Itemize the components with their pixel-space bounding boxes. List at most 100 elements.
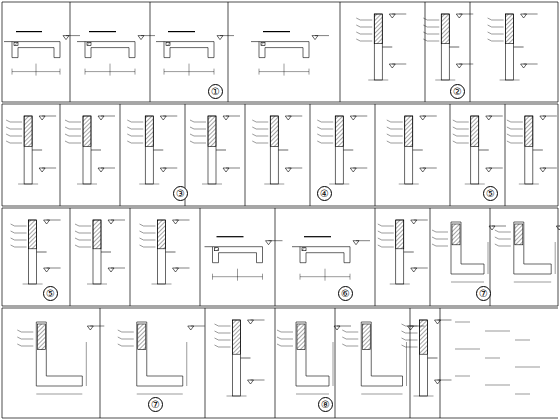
note-mark xyxy=(515,366,540,368)
detail-line xyxy=(42,168,56,169)
wall-section xyxy=(374,14,382,80)
detail-line xyxy=(488,242,489,274)
detail-line xyxy=(168,31,195,32)
detail-line xyxy=(85,71,135,72)
wall-section xyxy=(83,116,91,184)
corner-section xyxy=(361,322,402,386)
detail-line xyxy=(213,276,263,277)
detail-line xyxy=(190,134,194,136)
wall-section xyxy=(525,116,533,184)
detail-line xyxy=(402,345,406,347)
detail-line xyxy=(361,394,402,395)
detail-line xyxy=(292,246,300,247)
detail-line xyxy=(360,34,372,35)
detail-line xyxy=(277,337,281,339)
detail-line xyxy=(70,208,71,306)
detail-line xyxy=(87,284,107,285)
detail-line xyxy=(436,246,448,247)
detail-line xyxy=(217,236,244,237)
detail-line xyxy=(110,64,111,76)
elevation-mark xyxy=(39,116,45,120)
detail-line xyxy=(156,41,164,42)
detail-line xyxy=(310,104,311,206)
detail-line xyxy=(387,127,391,129)
detail-line xyxy=(558,104,559,206)
detail-line xyxy=(186,342,187,386)
detail-line xyxy=(79,240,91,241)
detail-line xyxy=(507,127,511,129)
elevation-mark xyxy=(138,36,144,40)
detail-line xyxy=(214,69,215,75)
callout-number: ⑤ xyxy=(43,286,58,301)
corner-section xyxy=(451,222,484,274)
elevation-mark xyxy=(420,168,426,172)
elevation-mark xyxy=(521,14,527,18)
detail-line xyxy=(511,129,523,130)
detail-line xyxy=(360,41,372,42)
corner-section xyxy=(296,322,329,386)
detail-line xyxy=(219,340,231,341)
detail-line xyxy=(457,143,469,144)
detail-line xyxy=(259,69,260,75)
elevation-mark xyxy=(420,116,426,120)
wall-section xyxy=(93,220,101,284)
detail-line xyxy=(555,242,556,274)
wall-section xyxy=(405,116,413,184)
detail-line xyxy=(375,104,376,206)
detail-line xyxy=(425,2,426,102)
detail-line xyxy=(390,284,410,285)
wall-hatch xyxy=(506,14,514,44)
detail-line xyxy=(6,134,10,136)
elevation-mark xyxy=(173,220,179,224)
callout-number: ⑧ xyxy=(318,397,333,412)
detail-line xyxy=(492,27,504,28)
elevation-mark xyxy=(486,116,492,120)
detail-line xyxy=(378,224,382,226)
detail-line xyxy=(194,122,206,123)
detail-line xyxy=(511,143,523,144)
detail-line xyxy=(144,233,156,234)
elevation-mark xyxy=(334,326,340,330)
detail-line xyxy=(430,208,431,306)
detail-line xyxy=(340,2,341,102)
wall-hatch xyxy=(297,324,305,350)
detail-line xyxy=(131,122,143,123)
detail-line xyxy=(70,2,71,102)
wall-hatch xyxy=(270,116,278,147)
detail-line xyxy=(382,226,394,227)
elevation-mark xyxy=(248,320,254,324)
detail-line xyxy=(65,120,69,122)
detail-line xyxy=(558,2,559,102)
detail-line xyxy=(90,326,104,327)
detail-line xyxy=(15,226,27,227)
detail-line xyxy=(432,230,436,232)
detail-line xyxy=(499,232,511,233)
detail-line xyxy=(423,18,427,20)
elevation-mark xyxy=(353,241,359,245)
elevation-mark xyxy=(266,241,272,245)
detail-line xyxy=(342,337,346,339)
note-mark xyxy=(515,393,530,395)
detail-line xyxy=(79,226,91,227)
detail-line xyxy=(356,39,360,41)
detail-line xyxy=(47,268,61,269)
detail-line xyxy=(435,80,455,81)
note-mark xyxy=(515,339,530,341)
wall-section xyxy=(335,116,343,184)
detail-line xyxy=(118,337,122,339)
detail-line xyxy=(191,326,205,327)
detail-line xyxy=(140,238,144,240)
detail-line xyxy=(190,141,194,143)
callout-number: ⑤ xyxy=(483,186,498,201)
elevation-mark xyxy=(217,36,223,40)
detail-line xyxy=(127,127,131,129)
detail-line xyxy=(378,231,382,233)
wall-section xyxy=(506,14,514,80)
detail-line xyxy=(120,104,121,206)
slab-section xyxy=(300,247,350,263)
detail-line xyxy=(122,339,134,340)
detail-line xyxy=(10,129,22,130)
elevation-mark xyxy=(350,116,356,120)
detail-line xyxy=(321,129,333,130)
